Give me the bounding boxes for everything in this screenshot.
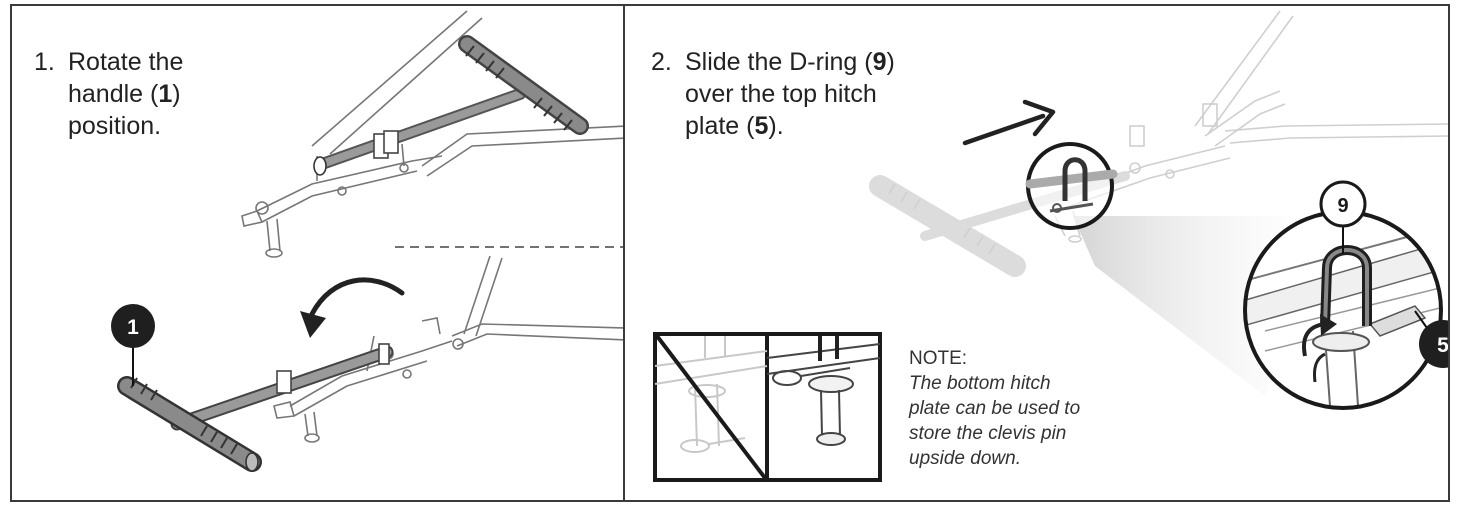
callout-handle-number: 1 (127, 316, 139, 339)
note-text: NOTE: The bottom hitch plate can be used… (909, 346, 1080, 471)
incorrect-storage-view (654, 336, 768, 453)
callout-hitch-plate-number: 5 (1437, 334, 1448, 357)
step-1-line-3: position. (68, 112, 162, 140)
note-line-3: store the clevis pin (909, 423, 1067, 444)
direction-arrow-icon (962, 99, 1056, 146)
step-1-part-ref: 1 (158, 80, 173, 108)
step-2-line-3: plate (5). (685, 112, 784, 140)
handle-upright (313, 35, 589, 176)
d-ring-highlight-circle (1025, 142, 1118, 230)
rotate-arrow-icon (300, 277, 405, 338)
correct-storage-view (766, 336, 881, 446)
frame-upright (241, 10, 623, 258)
callout-hitch-plate: 5 (1414, 310, 1448, 368)
callout-d-ring-number: 9 (1337, 195, 1348, 217)
step-1-panel: 1. Rotate the handle (1) position. (10, 4, 625, 502)
frame-lowered (273, 255, 623, 443)
step-2-d-ring-ref: 9 (872, 48, 887, 76)
note-line-1: The bottom hitch (909, 373, 1051, 394)
step-2-number: 2. (651, 48, 672, 76)
note-comparison-boxes (653, 332, 882, 482)
note-heading: NOTE: (909, 348, 968, 369)
step-1-line-2: handle (1) (68, 80, 181, 108)
step-1-illustration: 1 (111, 10, 623, 472)
callout-d-ring: 9 (1319, 180, 1367, 254)
handle-lowered (117, 343, 394, 472)
step-1-number: 1. (34, 48, 55, 76)
callout-handle: 1 (111, 304, 155, 386)
step-2-panel: 2. Slide the D-ring (9) over the top hit… (623, 4, 1450, 502)
crossed-out-icon (655, 334, 767, 480)
step-2-illustration: 9 5 (653, 10, 1448, 482)
step-2-plate-ref: 5 (754, 112, 769, 140)
note-line-2: plate can be used to (909, 398, 1081, 419)
note-line-4: upside down. (909, 448, 1021, 469)
step-2-line-2: over the top hitch (685, 80, 877, 108)
step-2-line-1: Slide the D-ring (9) (685, 48, 895, 76)
step-1-line-1: Rotate the (68, 48, 184, 76)
